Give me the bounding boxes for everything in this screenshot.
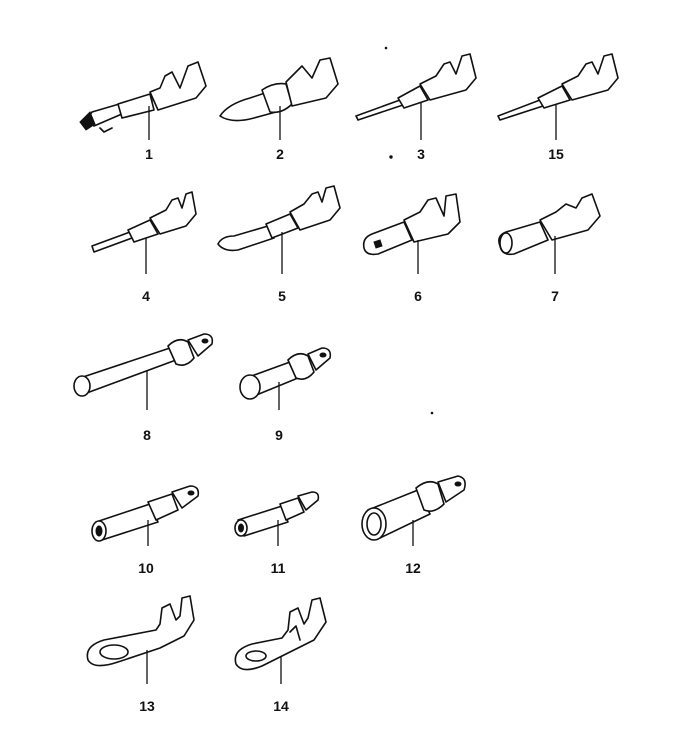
part-label-6: 6 <box>414 288 422 304</box>
part-label-3: 3 <box>417 146 425 162</box>
part-13-ring-terminal <box>86 595 195 667</box>
part-label-1: 1 <box>145 146 153 162</box>
part-label-2: 2 <box>276 146 284 162</box>
part-7-terminal <box>498 193 601 256</box>
part-label-14: 14 <box>273 698 289 714</box>
part-10-socket <box>91 485 200 542</box>
part-label-7: 7 <box>551 288 559 304</box>
part-label-4: 4 <box>142 288 150 304</box>
speck <box>389 155 393 159</box>
part-label-13: 13 <box>139 698 155 714</box>
speck <box>430 411 434 415</box>
part-15-terminal <box>497 53 619 121</box>
part-6-terminal <box>362 193 461 256</box>
part-9-pin <box>239 347 332 400</box>
part-4-terminal <box>91 191 197 253</box>
part-1-terminal <box>79 61 207 133</box>
part-label-15: 15 <box>548 146 564 162</box>
part-label-9: 9 <box>275 427 283 443</box>
part-label-10: 10 <box>138 560 154 576</box>
part-2-terminal <box>219 57 339 122</box>
part-3-terminal <box>355 53 477 121</box>
part-8-pin <box>73 333 214 397</box>
part-14-ring-terminal <box>234 597 327 671</box>
part-label-8: 8 <box>143 427 151 443</box>
part-label-5: 5 <box>278 288 286 304</box>
speck <box>384 46 388 50</box>
part-12-socket <box>361 475 466 541</box>
part-label-12: 12 <box>405 560 421 576</box>
part-5-terminal <box>217 185 341 252</box>
part-11-socket <box>234 491 320 537</box>
part-label-11: 11 <box>271 560 286 576</box>
